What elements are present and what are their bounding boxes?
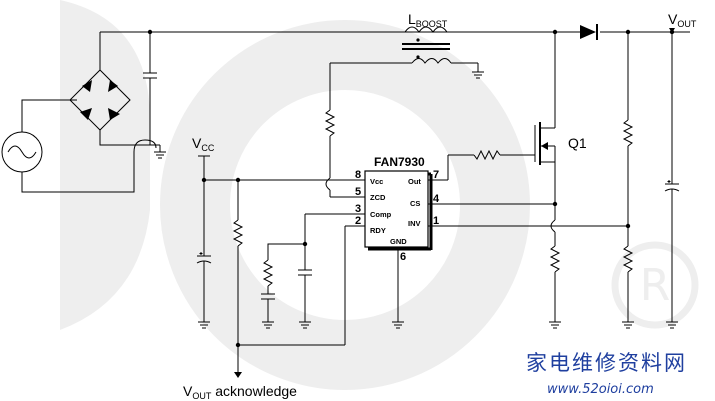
pin-label: Out [408, 177, 421, 186]
pin-number: 2 [355, 215, 361, 227]
pin-number: 3 [355, 203, 361, 215]
ac-source [1, 99, 135, 193]
pin-number: 5 [355, 186, 361, 198]
diode-icon [580, 25, 596, 39]
mosfet-q1 [534, 32, 561, 329]
diode-icon [108, 80, 118, 92]
pin-number: 7 [433, 169, 439, 181]
watermark-registered-circle [611, 241, 699, 329]
pin-label: Comp [370, 210, 392, 219]
input-capacitor [143, 32, 166, 159]
boost-inductor [330, 26, 484, 79]
output-diode [580, 24, 598, 40]
watermark-registered-letter: R [640, 260, 671, 311]
pin-number: 1 [433, 215, 439, 227]
diode-icon [82, 80, 92, 92]
watermark-center-ring [160, 20, 530, 390]
vout-label: VOUT [668, 11, 697, 29]
ack-label: VOUT acknowledge [183, 383, 297, 401]
ack-arrow-icon [234, 372, 242, 378]
vcc-label: VCC [192, 135, 215, 153]
pin-number: 4 [433, 193, 440, 205]
pin-label: CS [410, 199, 420, 208]
zcd-resistor [324, 63, 352, 198]
vcc-network [196, 155, 352, 329]
pin-label: INV [408, 219, 421, 228]
ic-title: FAN7930 [374, 155, 425, 169]
pin-label: Vcc [370, 177, 383, 186]
q1-label: Q1 [568, 135, 587, 151]
pin-number: 6 [400, 251, 406, 263]
watermark-url-text: www.52oioi.com [547, 382, 654, 397]
ack-network [232, 180, 352, 378]
watermark-left-shape [60, 0, 150, 330]
watermark-cn-text: 家电维修资料网 [526, 351, 687, 375]
watermark-background: R [60, 0, 699, 390]
pin-label: ZCD [370, 193, 386, 202]
pin-label: RDY [370, 226, 386, 235]
diode-icon [80, 108, 92, 120]
pin-label: GND [390, 237, 407, 246]
vout-arrow-icon [669, 28, 675, 33]
comp-network [261, 213, 352, 329]
output-divider [622, 32, 634, 329]
inductor-label: LBOOST [408, 11, 448, 29]
bridge-rectifier [69, 32, 160, 153]
ic-fan7930 [352, 170, 433, 329]
pin-number: 8 [355, 169, 361, 181]
output-capacitor [664, 32, 680, 329]
diode-icon [108, 108, 120, 120]
